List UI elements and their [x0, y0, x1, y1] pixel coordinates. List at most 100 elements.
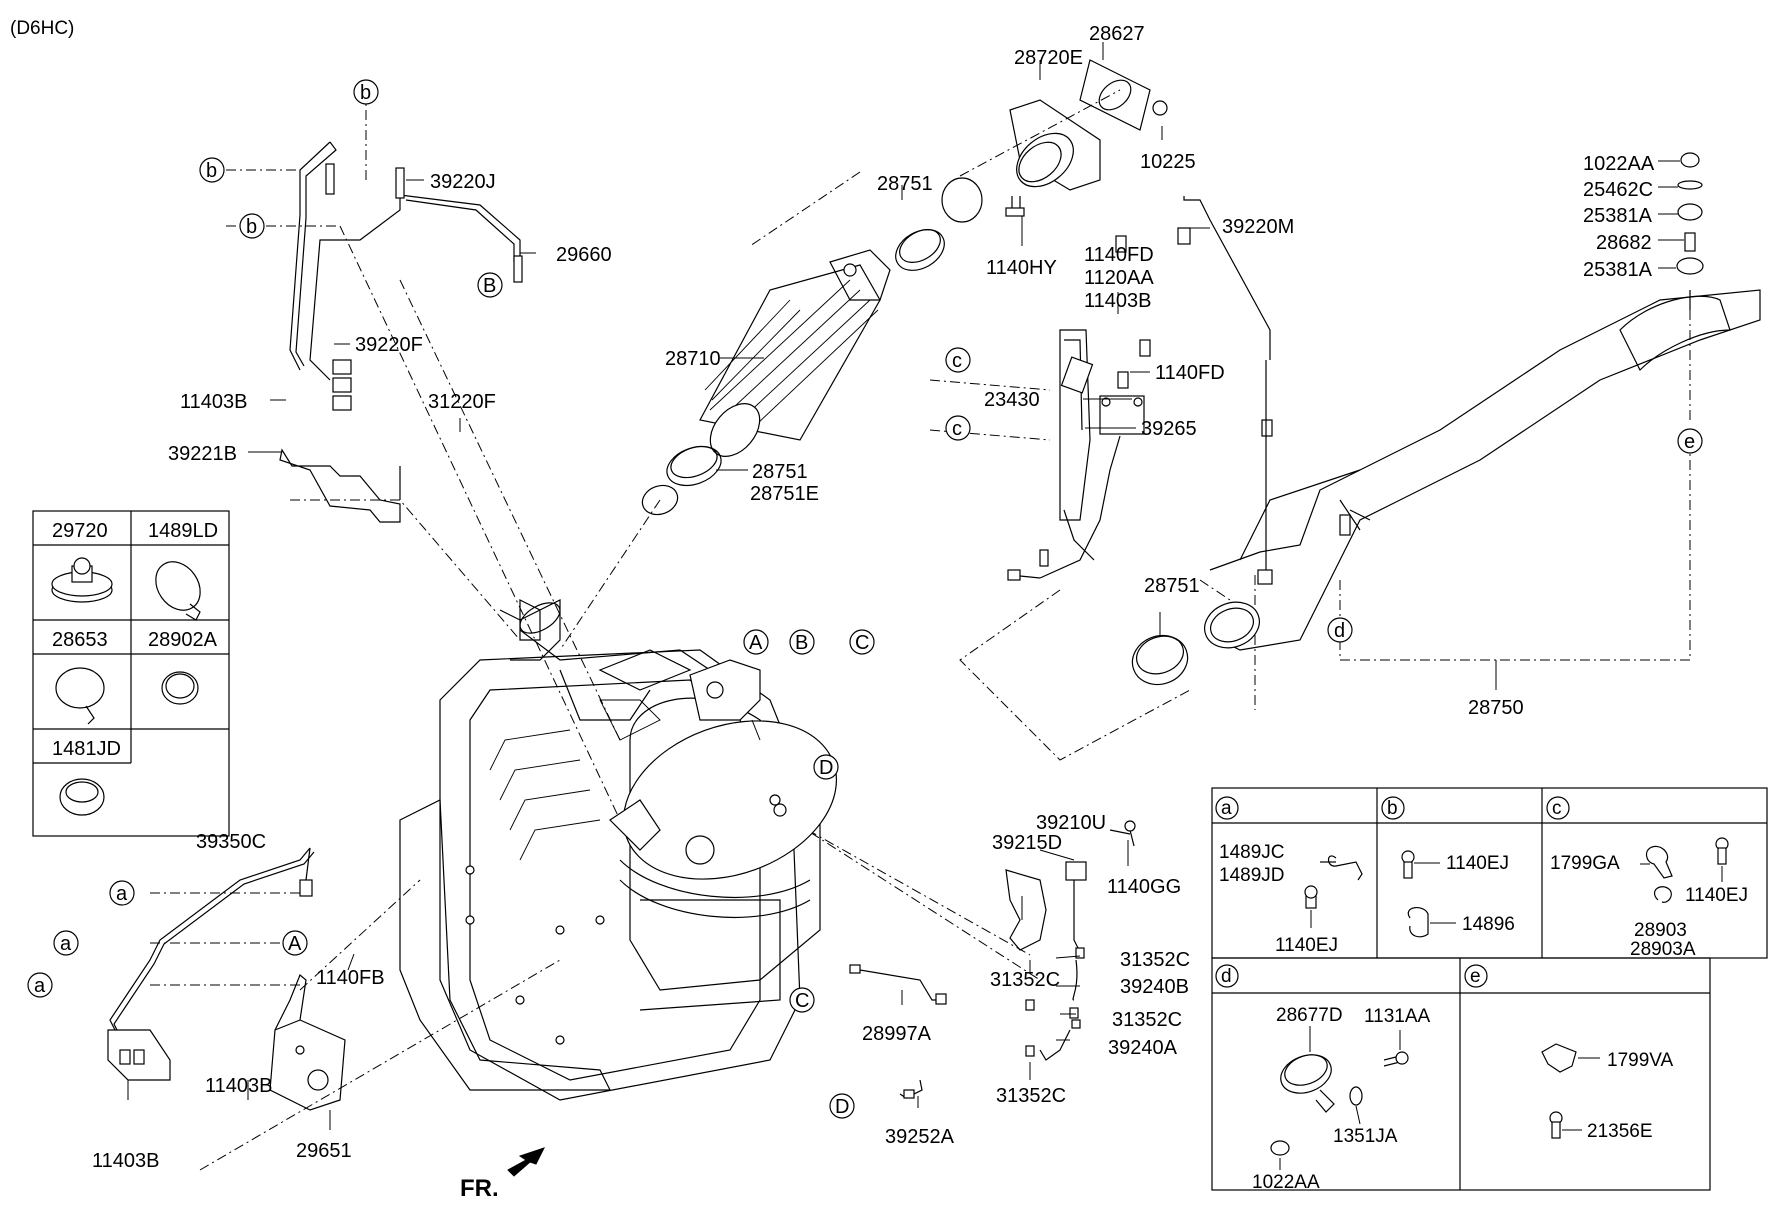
part-label: 28997A: [862, 1023, 932, 1045]
svg-text:28677D: 28677D: [1276, 1005, 1343, 1026]
part-label: 39210U: [1036, 812, 1106, 834]
part-label: 28751: [877, 173, 933, 195]
svg-text:B: B: [795, 632, 808, 654]
detail-panel-a: a 1489JC 1489JD 1140EJ: [1215, 796, 1363, 956]
svg-text:1140EJ: 1140EJ: [1275, 935, 1338, 956]
front-label: FR.: [460, 1175, 499, 1202]
part-label: 1140FD: [1084, 244, 1154, 266]
part-label: 31352C: [996, 1085, 1066, 1107]
legend-code: 1481JD: [52, 738, 121, 760]
tail-pipe: [1204, 289, 1761, 651]
part-label: 39221B: [168, 443, 237, 465]
svg-text:a: a: [34, 975, 46, 997]
svg-text:1351JA: 1351JA: [1333, 1126, 1398, 1147]
part-label: 11403B: [92, 1150, 159, 1172]
pipe-clamp: [895, 229, 945, 271]
legend-code: 28902A: [148, 629, 218, 651]
svg-text:1799GA: 1799GA: [1550, 853, 1620, 874]
part-label: 39350C: [196, 831, 266, 853]
hose-clamp-icon: [59, 778, 105, 816]
callout-a: a: [109, 880, 135, 906]
part-label: 39220F: [355, 334, 423, 356]
svg-text:21356E: 21356E: [1587, 1121, 1653, 1142]
detail-panel-b: b 1140EJ 14896: [1381, 796, 1515, 938]
svg-text:1489JC: 1489JC: [1219, 842, 1285, 863]
svg-text:d: d: [1334, 620, 1345, 642]
part-label: 1140FB: [316, 967, 385, 989]
clamp-icon: [155, 561, 201, 621]
part-label: 1120AA: [1084, 267, 1154, 289]
assembly-lines: [150, 89, 1691, 1171]
svg-text:1131AA: 1131AA: [1364, 1006, 1431, 1027]
legend-code: 29720: [52, 520, 108, 542]
part-label: 1140HY: [986, 257, 1057, 279]
callout-a: a: [27, 972, 53, 998]
part-label: 11403B: [180, 391, 247, 413]
svg-text:b: b: [206, 160, 217, 182]
svg-text:A: A: [288, 933, 302, 955]
part-label: 39252A: [885, 1126, 955, 1148]
part-label: 1140GG: [1107, 876, 1181, 898]
part-label: 28751: [1144, 575, 1200, 597]
part-label: 31352C: [990, 969, 1060, 991]
front-arrow-icon: [507, 1147, 545, 1177]
callout-D: D: [813, 754, 839, 780]
part-label: 39240A: [1108, 1037, 1178, 1059]
svg-text:A: A: [749, 632, 763, 654]
callout-B: B: [477, 272, 503, 298]
clamp-icon: [55, 667, 105, 725]
egt-sensor-harness: [289, 141, 523, 411]
part-label: 28751E: [750, 483, 819, 505]
pressure-sensor-harness: [107, 847, 315, 1081]
svg-text:a: a: [116, 883, 128, 905]
hanger-stack: [1676, 152, 1704, 310]
nox-sensor-module: [1007, 196, 1273, 585]
turbo-outlet-flange: [941, 59, 1168, 223]
detail-panel-e: e 1799VA 21356E: [1464, 964, 1674, 1142]
part-label: 28720E: [1014, 47, 1083, 69]
pressure-line-assembly: [849, 820, 1136, 1099]
part-label: 29660: [556, 244, 612, 266]
part-label: 39215D: [992, 832, 1062, 854]
callout-c: c: [945, 415, 971, 441]
part-label: 39265: [1141, 418, 1197, 440]
mount-icon: [51, 557, 113, 603]
callout-b: b: [199, 157, 225, 183]
detail-panel-c: c 1799GA 1140EJ 28903 28903A: [1546, 796, 1748, 960]
svg-text:1489JD: 1489JD: [1219, 865, 1285, 886]
detail-panels-top: a 1489JC 1489JD 1140EJ b 1140EJ 14896 c: [1211, 787, 1768, 960]
part-label: 25381A: [1583, 259, 1653, 281]
engine-code: (D6HC): [10, 18, 74, 39]
part-label: 39240B: [1120, 976, 1189, 998]
part-label: 10225: [1140, 151, 1196, 173]
svg-text:C: C: [855, 632, 869, 654]
sensor-bracket-lower: [269, 974, 346, 1111]
detail-panel-d: d 28677D 1131AA 1351JA 1022AA: [1215, 964, 1431, 1193]
detail-panels-bottom: d 28677D 1131AA 1351JA 1022AA e 1799VA 2…: [1211, 957, 1711, 1193]
svg-text:1140EJ: 1140EJ: [1446, 853, 1509, 874]
callout-C: C: [849, 629, 875, 655]
svg-text:b: b: [360, 82, 371, 104]
svg-text:28903A: 28903A: [1630, 939, 1696, 960]
pipe-clamp: [666, 445, 722, 487]
flex-pipe: [699, 249, 891, 457]
part-label: 28750: [1468, 697, 1524, 719]
callout-B: B: [789, 629, 815, 655]
gasket: [641, 484, 679, 516]
callout-b: b: [353, 79, 379, 105]
svg-text:b: b: [246, 216, 257, 238]
part-label: 25381A: [1583, 205, 1653, 227]
clamp-legend-table: 29720 1489LD 28653 28902A 1481JD: [32, 510, 230, 837]
part-label: 31352C: [1120, 949, 1190, 971]
part-label: 28682: [1596, 232, 1652, 254]
part-label: 11403B: [1084, 290, 1151, 312]
callout-d: d: [1327, 617, 1353, 643]
svg-text:1140EJ: 1140EJ: [1685, 885, 1748, 906]
part-label: 31352C: [1112, 1009, 1182, 1031]
hose-clamp-icon: [161, 671, 199, 705]
part-label: 1022AA: [1583, 153, 1655, 175]
legend-code: 28653: [52, 629, 108, 651]
callout-b: b: [239, 213, 265, 239]
svg-text:1022AA: 1022AA: [1252, 1172, 1320, 1193]
